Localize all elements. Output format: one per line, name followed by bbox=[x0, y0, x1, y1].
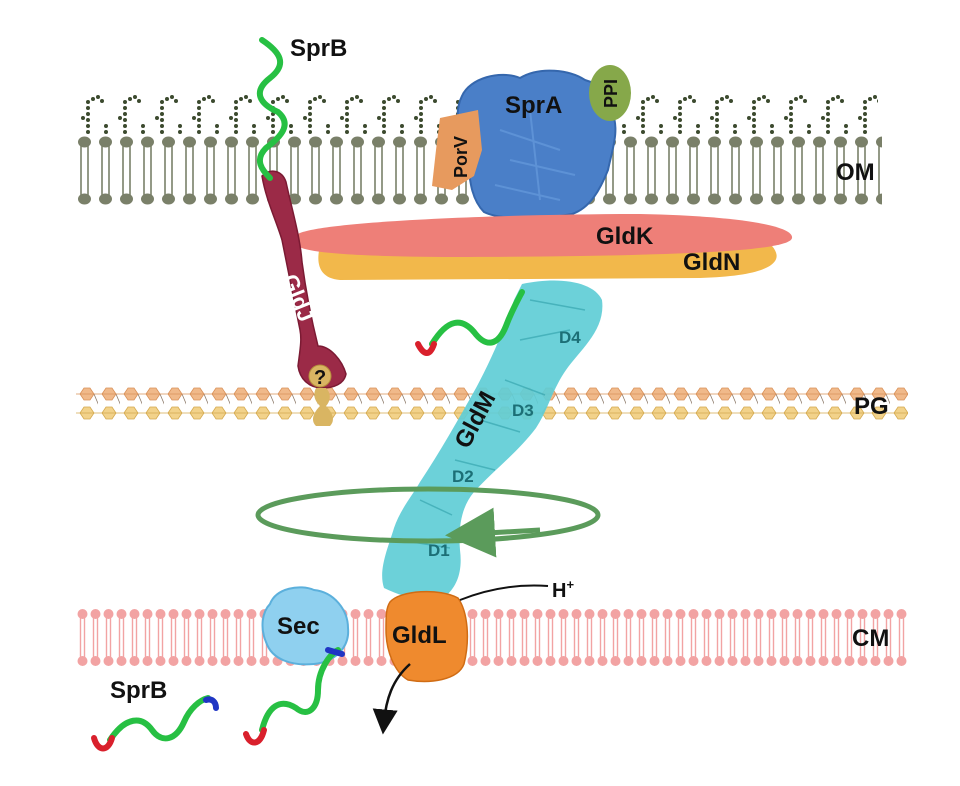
label-ppi: PPI bbox=[601, 79, 621, 108]
sprb-cytoplasm-free-red bbox=[91, 735, 115, 752]
rotation-ring bbox=[255, 486, 601, 544]
label-gldn: GldN bbox=[683, 249, 740, 276]
sprb-periplasm bbox=[415, 289, 525, 356]
sprb-cytoplasm-mid-chain bbox=[259, 647, 341, 733]
spra-texture bbox=[494, 109, 576, 201]
sprb-surface-chain bbox=[256, 37, 288, 181]
unknown-anchor-head bbox=[308, 364, 332, 388]
label-gldk: GldK bbox=[596, 223, 654, 250]
label-d3: D3 bbox=[512, 401, 534, 420]
label-d2: D2 bbox=[452, 467, 474, 486]
label-spra: SprA bbox=[505, 92, 562, 119]
sprb-cytoplasm-free-chain bbox=[107, 695, 211, 743]
sprb-cytoplasm-free-blue bbox=[203, 696, 219, 711]
sprb-periplasm-tag bbox=[415, 341, 437, 356]
gldm-texture bbox=[399, 299, 586, 549]
sprb-cytoplasm-mid-red bbox=[243, 727, 267, 746]
sprb-periplasm-chain bbox=[429, 289, 525, 347]
gldm-protein bbox=[382, 280, 603, 600]
label-proton: H+ bbox=[552, 577, 574, 602]
label-gldl: GldL bbox=[392, 622, 447, 649]
export-arrow bbox=[372, 663, 411, 735]
label-d4: D4 bbox=[559, 328, 581, 347]
ppi-protein bbox=[589, 65, 631, 121]
proton-line bbox=[459, 584, 549, 601]
label-porv: PorV bbox=[451, 136, 471, 178]
label-gldj: GldJ bbox=[277, 271, 319, 326]
gldl-protein bbox=[385, 590, 469, 683]
sprb-cytoplasm-mid bbox=[243, 647, 345, 746]
label-om: OM bbox=[836, 159, 875, 186]
label-proton-sup: + bbox=[566, 577, 574, 592]
sprb-cytoplasm-free bbox=[91, 695, 219, 752]
label-sec: Sec bbox=[277, 613, 320, 640]
gldk-protein bbox=[296, 214, 793, 257]
label-proton-base: H bbox=[552, 580, 566, 602]
unknown-anchor bbox=[313, 388, 333, 426]
gldj-protein bbox=[261, 170, 347, 389]
porv-protein bbox=[432, 110, 482, 190]
label-d1: D1 bbox=[428, 541, 450, 560]
label-question: ? bbox=[314, 367, 326, 389]
label-sprb-bottom: SprB bbox=[110, 677, 167, 704]
sprb-cytoplasm-mid-blue bbox=[325, 647, 345, 657]
label-pg: PG bbox=[854, 393, 889, 420]
cytoplasmic-membrane bbox=[76, 606, 908, 668]
rotation-arrow bbox=[445, 507, 541, 558]
label-sprb-top: SprB bbox=[290, 35, 347, 62]
sprb-surface bbox=[256, 37, 288, 181]
label-cm: CM bbox=[852, 625, 889, 652]
